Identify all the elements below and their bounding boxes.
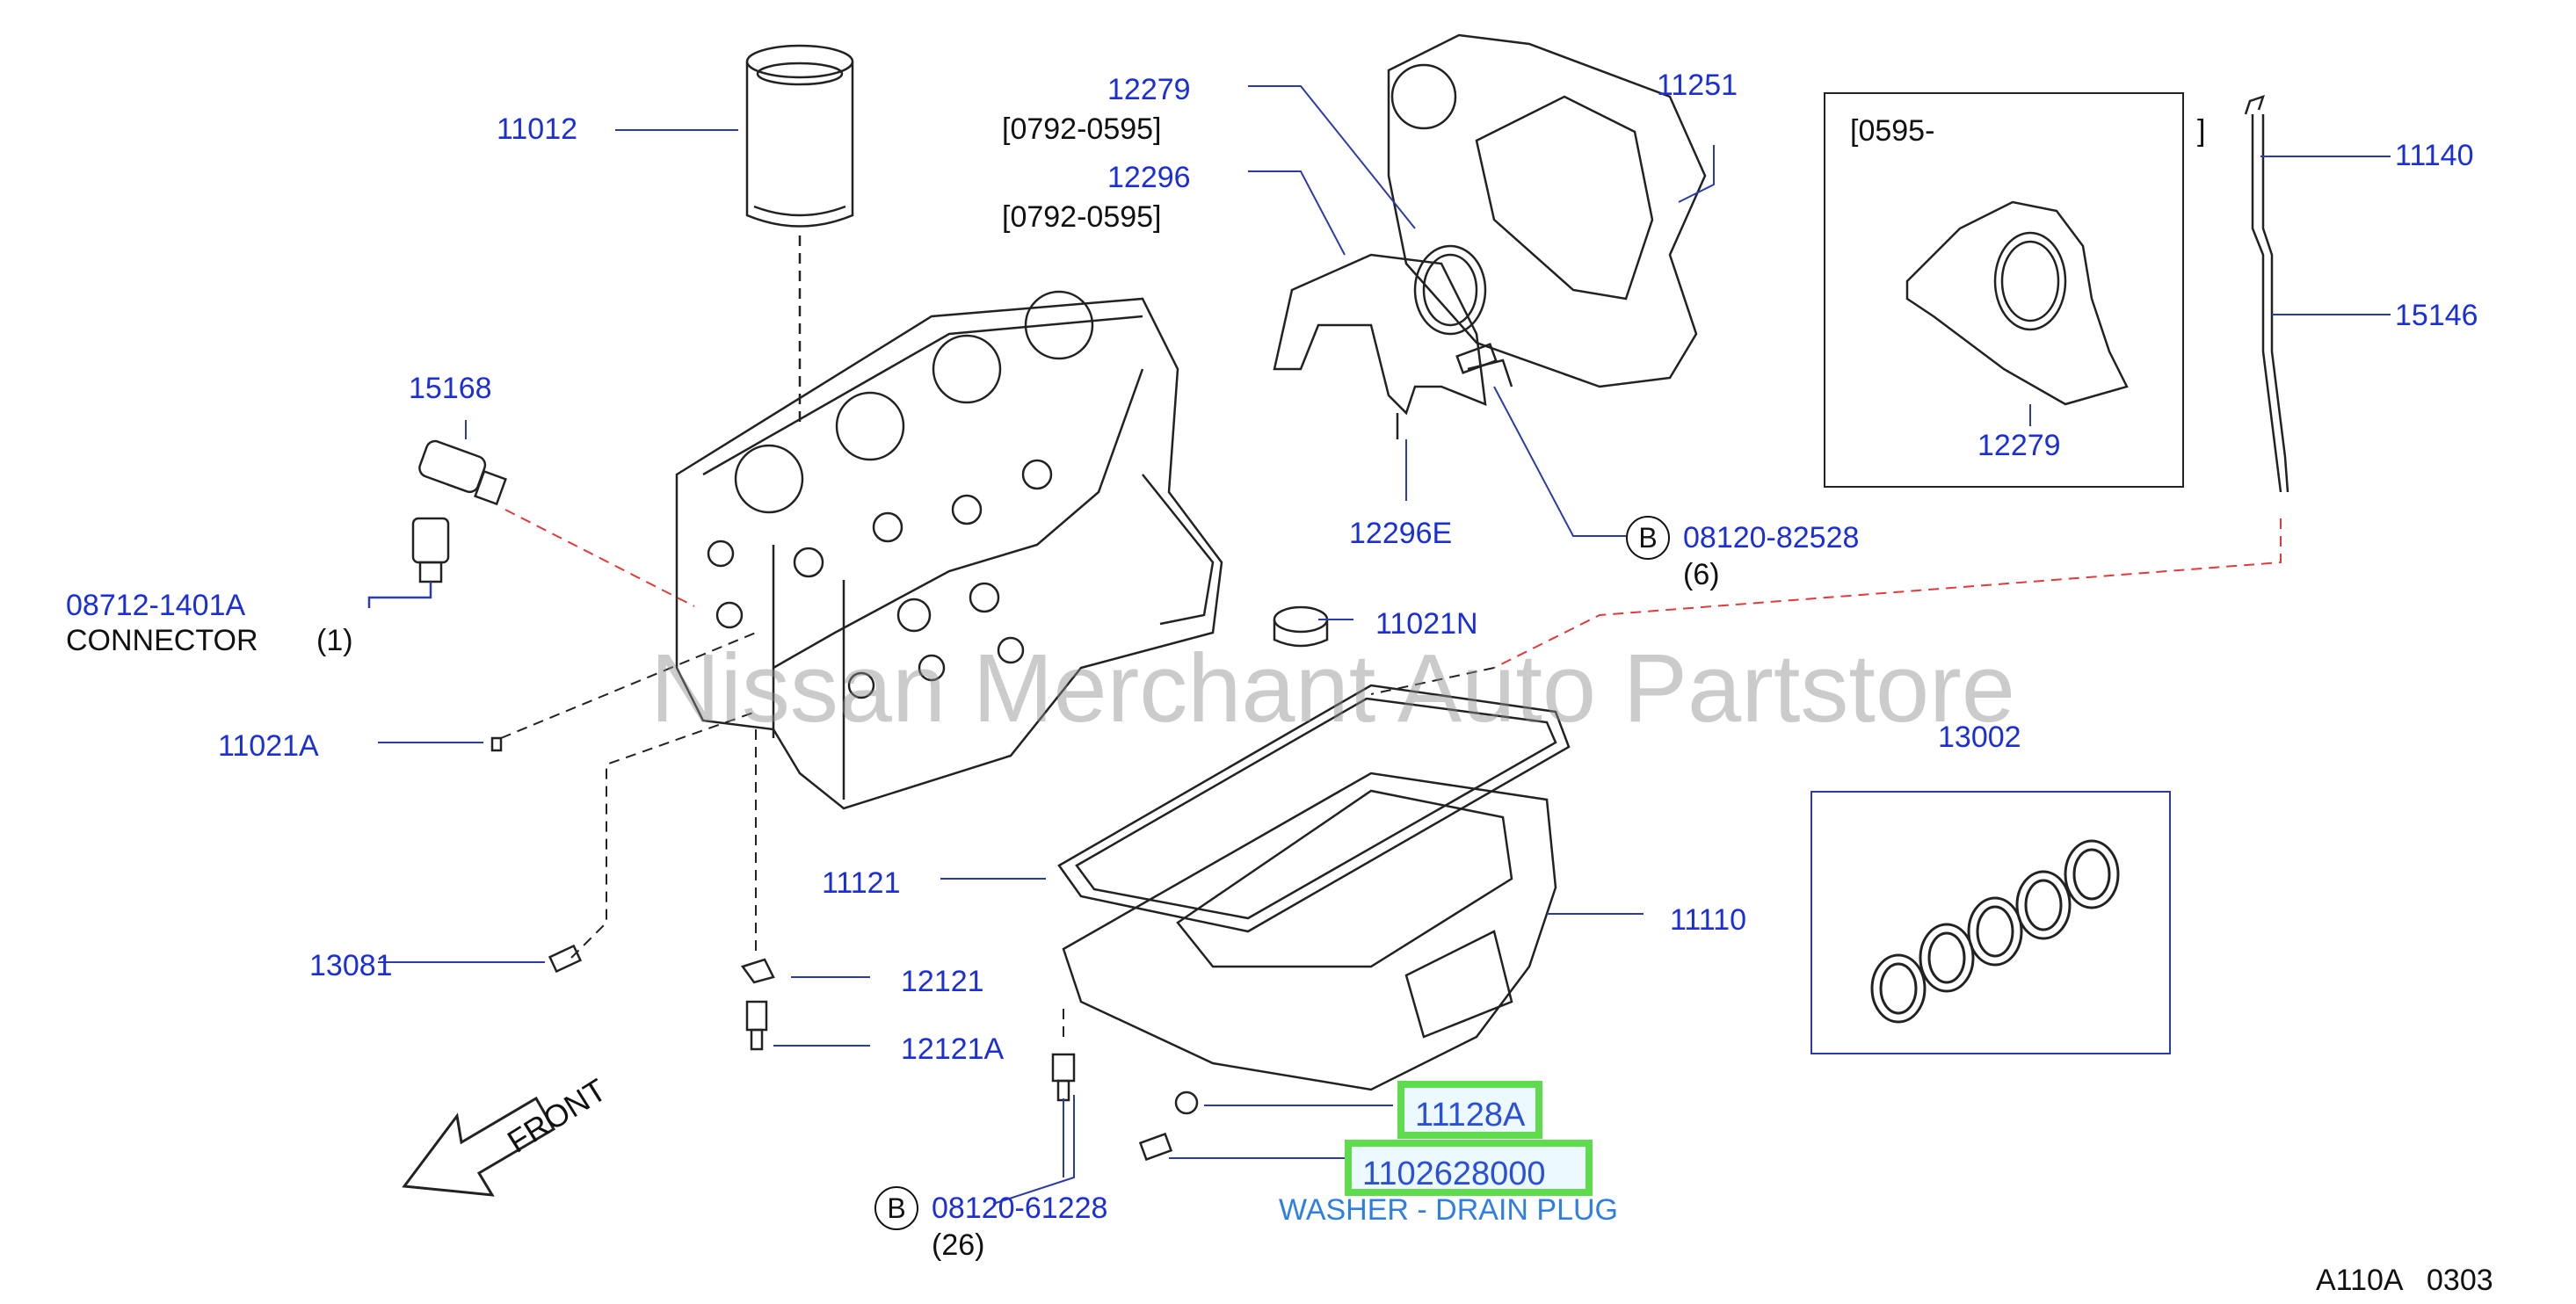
highlight-11128A[interactable]: 11128A — [1397, 1081, 1542, 1139]
label-washer-drain-plug: WASHER - DRAIN PLUG — [1279, 1193, 1619, 1227]
sensor-15168-drawing — [418, 439, 507, 506]
dipstick-drawing — [2244, 95, 2289, 493]
label-drain-plug-overlap[interactable]: 1102628000 — [1362, 1155, 1546, 1192]
label-12121[interactable]: 12121 — [901, 965, 984, 998]
box-range-start: [0595- — [1850, 114, 1935, 148]
oil-pan-drawing — [1057, 684, 1571, 1115]
label-13081[interactable]: 13081 — [309, 949, 393, 982]
label-12279[interactable]: 12279 — [1107, 73, 1191, 106]
label-12296[interactable]: 12296 — [1107, 161, 1191, 194]
rear-seal-boxed-drawing — [1905, 200, 2129, 406]
bolt-b-symbol-upper: B — [1626, 516, 1670, 560]
label-11012[interactable]: 11012 — [497, 112, 578, 146]
box-range-end: ] — [2197, 114, 2206, 148]
label-qty-26: (26) — [932, 1228, 985, 1262]
highlight-drain-plug[interactable]: 1102628000 — [1345, 1140, 1593, 1196]
label-date-range-b: [0792-0595] — [1002, 200, 1162, 234]
label-connector-qty: (1) — [316, 624, 353, 657]
rear-plate-drawing — [1387, 33, 1707, 388]
label-11140[interactable]: 11140 — [2395, 139, 2474, 172]
connector-08712-drawing — [411, 517, 450, 583]
front-arrow-icon — [402, 1096, 556, 1197]
cylinder-block-drawing — [675, 290, 1223, 810]
bolt-b-symbol-lower: B — [874, 1186, 918, 1230]
label-connector: CONNECTOR — [66, 624, 258, 657]
label-08712-1401A[interactable]: 08712-1401A — [66, 589, 246, 622]
label-08120-61228[interactable]: 08120-61228 — [932, 1192, 1108, 1225]
label-12296E[interactable]: 12296E — [1349, 517, 1453, 550]
label-11128A[interactable]: 11128A — [1415, 1097, 1526, 1134]
diagram-ref-code: A110A 0303 — [2316, 1264, 2493, 1297]
oil-filter-drawing — [745, 44, 854, 228]
label-12121A[interactable]: 12121A — [901, 1032, 1005, 1066]
rings-box — [1810, 791, 2171, 1054]
label-12279-box[interactable]: 12279 — [1977, 429, 2061, 462]
seal-retainer-drawing — [1273, 244, 1513, 439]
watermark: Nissan Merchant Auto Partstore — [650, 634, 2015, 743]
date-range-box — [1824, 92, 2184, 488]
label-11251[interactable]: 11251 — [1657, 69, 1738, 102]
piston-rings-drawing — [1870, 839, 2120, 1024]
label-08120-82528[interactable]: 08120-82528 — [1683, 521, 1860, 554]
label-11110[interactable]: 11110 — [1670, 903, 1746, 937]
label-13002[interactable]: 13002 — [1938, 721, 2021, 754]
label-15168[interactable]: 15168 — [409, 372, 492, 405]
label-11121[interactable]: 11121 — [822, 866, 901, 900]
label-11021A[interactable]: 11021A — [218, 729, 319, 763]
label-qty-6: (6) — [1683, 558, 1720, 591]
label-11021N[interactable]: 11021N — [1375, 607, 1478, 641]
label-date-range-a: [0792-0595] — [1002, 112, 1162, 146]
label-15146[interactable]: 15146 — [2395, 299, 2478, 332]
